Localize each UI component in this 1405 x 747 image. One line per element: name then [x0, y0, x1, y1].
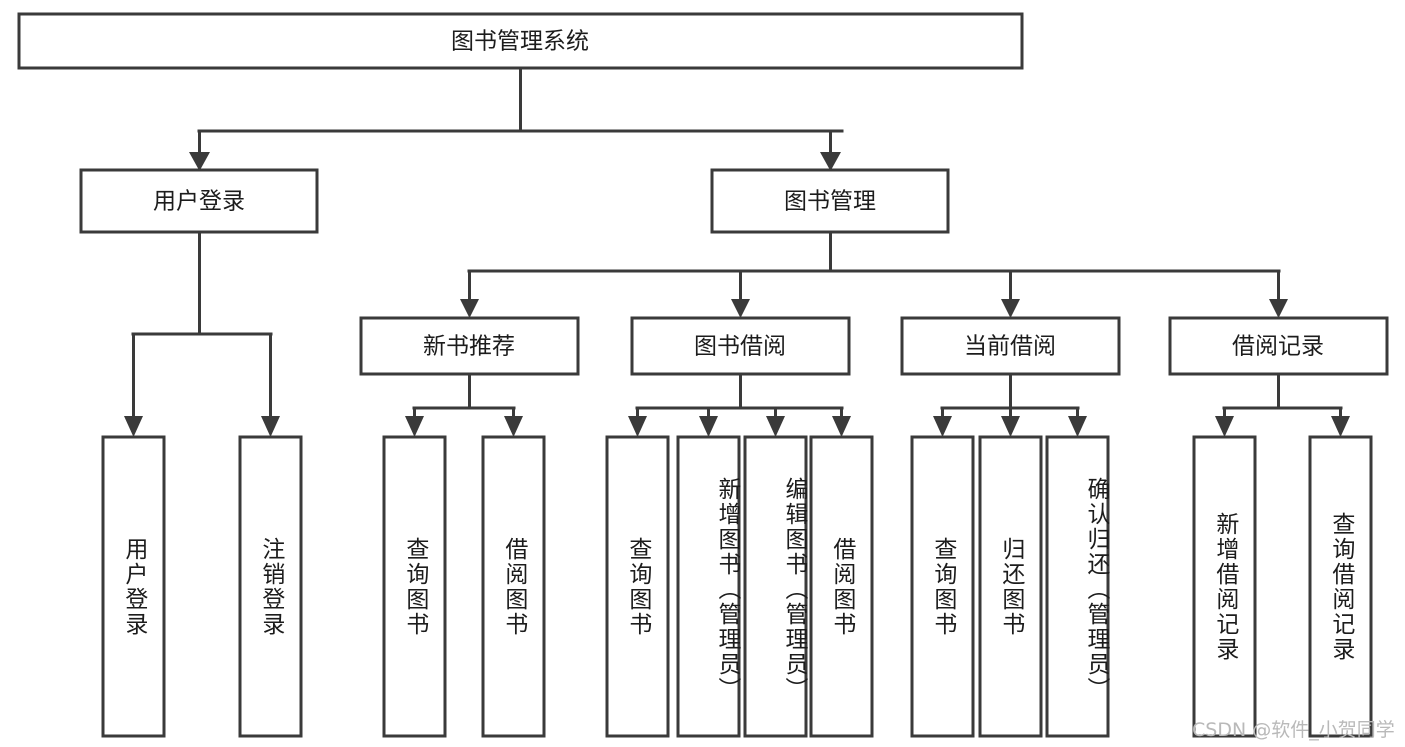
leaf-box-cb-confirm-return[interactable] [1047, 437, 1108, 736]
csdn-watermark: CSDN @软件_小贺同学 [1192, 719, 1395, 741]
connector-layer [124, 66, 1350, 437]
node-book-borrow[interactable]: 图书借阅 [632, 318, 849, 374]
arrow-head-current-borrow [1001, 299, 1020, 318]
node-root-box[interactable] [19, 14, 1022, 68]
leaf-box-logout[interactable] [240, 437, 301, 736]
arrow-head-cb-leaf-3 [1068, 416, 1087, 437]
leaf-box-br-add-record[interactable] [1194, 437, 1255, 736]
arrow-head-book-borrow [731, 299, 750, 318]
leaf-box-bb-edit-book[interactable] [745, 437, 806, 736]
node-new-book-recommend[interactable]: 新书推荐 [361, 318, 578, 374]
arrow-head-nb-leaf-2 [504, 416, 523, 437]
node-user-login-label: 用户登录 [153, 189, 245, 215]
arrow-head-bb-leaf-3 [766, 416, 785, 437]
leaf-box-nb-query-book[interactable] [384, 437, 445, 736]
node-borrow-record-label: 借阅记录 [1232, 334, 1324, 360]
node-root-label: 图书管理系统 [451, 29, 589, 55]
leaf-box-bb-query-book[interactable] [607, 437, 668, 736]
arrow-head-borrow-record [1269, 299, 1288, 318]
arrow-head-bb-leaf-2 [699, 416, 718, 437]
arrow-head-book-manage [820, 152, 841, 171]
node-user-login[interactable]: 用户登录 [81, 170, 317, 232]
node-book-borrow-box[interactable] [632, 318, 849, 374]
node-borrow-record[interactable]: 借阅记录 [1170, 318, 1387, 374]
arrow-head-cb-leaf-1 [933, 416, 952, 437]
node-book-borrow-label: 图书借阅 [694, 334, 786, 360]
node-current-borrow[interactable]: 当前借阅 [902, 318, 1119, 374]
leaf-box-cb-query-book[interactable] [912, 437, 973, 736]
arrow-head-bb-leaf-1 [628, 416, 647, 437]
arrow-head-bb-leaf-4 [832, 416, 851, 437]
node-layer: 图书管理系统 用户登录 图书管理 新书推荐 图书借阅 当前 [19, 14, 1387, 736]
node-book-manage[interactable]: 图书管理 [712, 170, 948, 232]
node-current-borrow-box[interactable] [902, 318, 1119, 374]
leaf-box-cb-return-book[interactable] [980, 437, 1041, 736]
arrow-head-leaf-logout [261, 416, 280, 437]
node-borrow-record-box[interactable] [1170, 318, 1387, 374]
node-current-borrow-label: 当前借阅 [964, 334, 1056, 360]
arrow-head-leaf-user-login [124, 416, 143, 437]
node-new-book-recommend-label: 新书推荐 [423, 334, 515, 360]
node-user-login-box[interactable] [81, 170, 317, 232]
leaf-box-bb-borrow-book[interactable] [811, 437, 872, 736]
node-book-manage-label: 图书管理 [784, 189, 876, 215]
arrow-head-user-login [189, 152, 210, 171]
arrow-head-br-leaf-1 [1215, 416, 1234, 437]
leaf-box-nb-borrow-book[interactable] [483, 437, 544, 736]
leaf-box-br-query-record[interactable] [1310, 437, 1371, 736]
node-new-book-recommend-box[interactable] [361, 318, 578, 374]
leaf-box-user-login[interactable] [103, 437, 164, 736]
arrow-head-nb-leaf-1 [405, 416, 424, 437]
arrow-head-new-book [460, 299, 479, 318]
arrow-head-cb-leaf-2 [1001, 416, 1020, 437]
arrow-head-br-leaf-2 [1331, 416, 1350, 437]
leaf-box-bb-add-book[interactable] [678, 437, 739, 736]
node-root[interactable]: 图书管理系统 [19, 14, 1022, 68]
node-book-manage-box[interactable] [712, 170, 948, 232]
